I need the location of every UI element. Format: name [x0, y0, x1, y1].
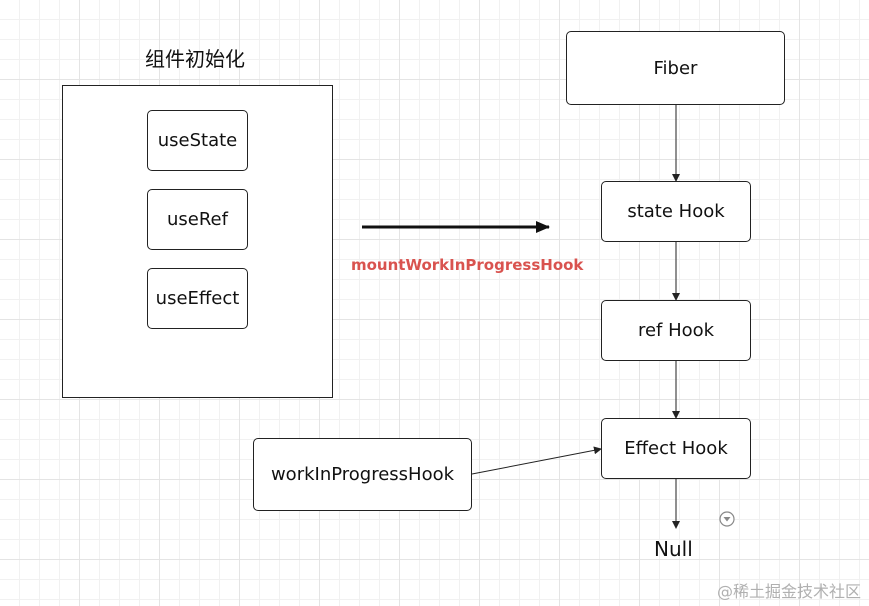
mount-work-in-progress-hook-label: mountWorkInProgressHook — [351, 256, 584, 274]
use-state-box[interactable]: useState — [147, 110, 248, 171]
effect-hook-box[interactable]: Effect Hook — [601, 418, 751, 479]
ref-hook-box[interactable]: ref Hook — [601, 300, 751, 361]
pointer-arrow — [471, 446, 602, 475]
state-hook-box[interactable]: state Hook — [601, 181, 751, 242]
watermark: @稀土掘金技术社区 — [716, 582, 861, 601]
fiber-box[interactable]: Fiber — [566, 31, 785, 105]
null-terminal: Null — [654, 537, 693, 561]
use-effect-box[interactable]: useEffect — [147, 268, 248, 329]
component-init-title: 组件初始化 — [145, 47, 245, 71]
chevron-down-icon[interactable] — [719, 511, 735, 527]
use-ref-box[interactable]: useRef — [147, 189, 248, 250]
work-in-progress-hook-box[interactable]: workInProgressHook — [253, 438, 472, 511]
